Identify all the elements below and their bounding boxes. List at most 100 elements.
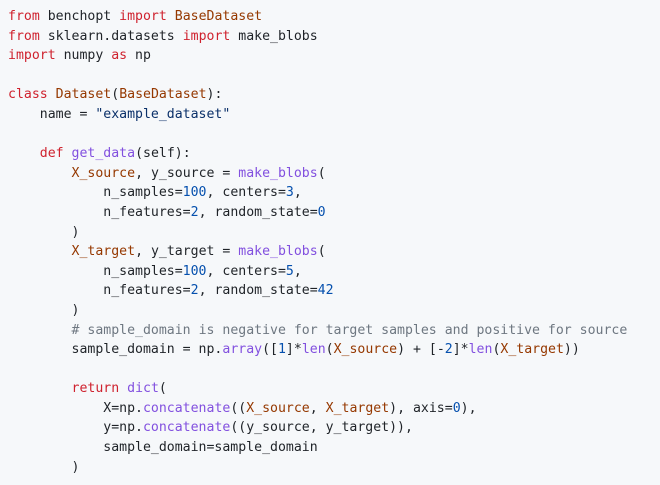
- code-token-keyword: return: [71, 381, 120, 397]
- code-token-punct: ), axis=: [389, 400, 453, 416]
- code-token-func: array: [222, 342, 263, 358]
- code-token-name: [8, 323, 72, 338]
- code-token-name: numpy: [55, 48, 112, 64]
- code-token-punct: (: [317, 165, 326, 181]
- code-line: from sklearn.datasets import make_blobs: [8, 27, 660, 47]
- code-token-number: 2: [190, 204, 199, 220]
- code-token-name: n_features=: [8, 283, 191, 299]
- code-token-keyword: import: [119, 9, 167, 24]
- code-token-name: [8, 166, 72, 181]
- code-line: from benchopt import BaseDataset: [8, 7, 660, 27]
- code-line: return dict(: [8, 379, 660, 399]
- code-token-name: sklearn.datasets: [39, 28, 183, 44]
- code-line: X_target, y_target = make_blobs(: [8, 242, 660, 262]
- code-line: sample_domain = np.array([1]*len(X_sourc…: [8, 340, 660, 360]
- code-token-punct: )): [563, 342, 580, 358]
- code-token-name: make_blobs: [230, 28, 318, 44]
- code-token-punct: (self):: [135, 146, 191, 162]
- code-line: ): [8, 223, 660, 243]
- code-token-name: [119, 381, 127, 396]
- code-token-name: X=np.: [8, 400, 143, 416]
- code-line: n_features=2, random_state=0: [8, 203, 660, 223]
- code-token-name: [8, 381, 72, 396]
- code-token-class: X_target: [71, 244, 136, 260]
- code-line: # sample_domain is negative for target s…: [8, 321, 660, 341]
- code-token-class: BaseDataset: [166, 9, 263, 24]
- code-token-name: [8, 244, 72, 259]
- code-token-number: 2: [190, 283, 199, 299]
- code-token-punct: (: [325, 342, 334, 358]
- code-token-number: 5: [285, 263, 294, 279]
- code-token-punct: ]*: [285, 342, 302, 358]
- code-line: import numpy as np: [8, 46, 660, 66]
- code-token-func: concatenate: [142, 420, 231, 436]
- code-token-name: , centers=: [206, 263, 286, 279]
- code-token-func: make_blobs: [238, 165, 318, 181]
- code-token-name: [8, 146, 40, 161]
- code-token-name: name =: [8, 106, 96, 122]
- code-token-punct: ),: [460, 400, 477, 416]
- code-token-func: concatenate: [142, 400, 231, 416]
- code-token-punct: ]*: [452, 342, 469, 358]
- code-token-class: X_target: [500, 342, 564, 358]
- code-token-punct: ((y_source, y_target)),: [230, 420, 413, 436]
- code-token-number: 100: [182, 263, 207, 279]
- code-token-keyword: import: [8, 48, 56, 64]
- code-token-name: , centers=: [206, 185, 286, 201]
- code-token-keyword: as: [111, 48, 128, 64]
- code-token-name: y=np.: [8, 420, 143, 436]
- code-token-comment: # sample_domain is negative for target s…: [71, 322, 628, 338]
- code-token-keyword: from: [8, 28, 40, 44]
- code-line: [8, 125, 660, 145]
- code-token-punct: (: [492, 342, 501, 358]
- code-token-func: len: [301, 342, 326, 358]
- code-token-number: 100: [182, 185, 207, 201]
- code-token-name: ): [8, 459, 80, 475]
- code-token-punct: ((: [230, 400, 247, 416]
- code-token-number: 1: [277, 342, 286, 358]
- code-token-name: n_samples=: [8, 263, 183, 279]
- code-token-name: , random_state=: [198, 204, 318, 220]
- code-token-punct: ,: [293, 263, 302, 279]
- code-token-name: [64, 146, 72, 161]
- code-token-punct: (: [158, 381, 167, 397]
- code-token-name: ): [8, 302, 80, 318]
- code-token-punct: ,: [309, 400, 326, 416]
- code-line: n_samples=100, centers=5,: [8, 262, 660, 282]
- code-line: n_features=2, random_state=42: [8, 281, 660, 301]
- code-line: name = "example_dataset": [8, 105, 660, 125]
- code-token-class: X_source: [246, 400, 310, 416]
- code-token-punct: ([: [262, 342, 278, 358]
- code-token-name: , random_state=: [198, 283, 318, 299]
- code-token-name: ): [8, 224, 80, 240]
- code-line: [8, 360, 660, 380]
- code-token-punct: (: [317, 244, 326, 260]
- code-token-punct: ,: [293, 185, 302, 201]
- code-token-keyword: from: [8, 9, 40, 24]
- code-token-func: len: [468, 342, 493, 358]
- code-token-punct: ):: [206, 87, 223, 103]
- code-line: y=np.concatenate((y_source, y_target)),: [8, 418, 660, 438]
- code-line: def get_data(self):: [8, 144, 660, 164]
- code-line: X_source, y_source = make_blobs(: [8, 164, 660, 184]
- code-line: n_samples=100, centers=3,: [8, 183, 660, 203]
- code-token-number: 3: [285, 185, 294, 201]
- code-token-name: sample_domain = np.: [8, 342, 223, 358]
- code-line: sample_domain=sample_domain: [8, 438, 660, 458]
- code-token-number: 2: [444, 342, 453, 358]
- code-line: X=np.concatenate((X_source, X_target), a…: [8, 399, 660, 419]
- code-token-string: "example_dataset": [95, 106, 231, 122]
- code-token-class: X_source: [333, 342, 398, 358]
- code-token-keyword: def: [39, 146, 64, 162]
- code-token-name: benchopt: [39, 9, 120, 24]
- code-token-name: np: [127, 48, 151, 64]
- code-token-punct: (: [111, 87, 120, 103]
- code-token-number: 0: [452, 400, 461, 416]
- code-token-number: 42: [317, 283, 334, 299]
- code-line: ): [8, 301, 660, 321]
- code-token-name: , y_source =: [135, 165, 239, 181]
- code-token-func: dict: [127, 381, 159, 397]
- code-token-name: , y_target =: [135, 244, 239, 260]
- code-token-punct: ) + [-: [397, 342, 445, 358]
